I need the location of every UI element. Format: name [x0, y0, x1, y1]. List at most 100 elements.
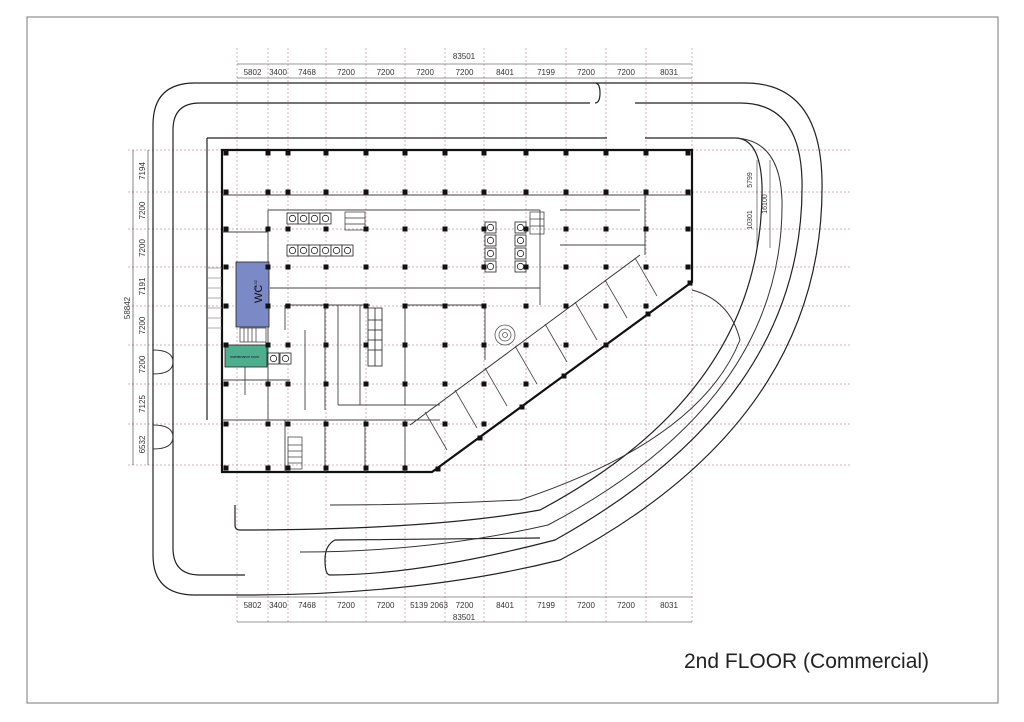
column	[323, 381, 329, 387]
column	[563, 264, 569, 270]
podium-road-band	[206, 137, 763, 531]
parking-stall-line	[454, 389, 478, 429]
column	[402, 264, 408, 270]
dim-bottom-segment-label: 7200	[577, 601, 595, 610]
column	[685, 264, 691, 270]
elevator-car	[484, 260, 497, 273]
column	[285, 421, 291, 427]
column	[323, 226, 329, 232]
angled-parking-edge	[409, 254, 641, 426]
elevator-car	[514, 260, 527, 273]
column	[442, 342, 448, 348]
column	[363, 421, 369, 427]
dim-bottom-segment-label: 5139	[410, 601, 428, 610]
column	[603, 226, 609, 232]
column	[223, 303, 229, 309]
left-stair-treads	[207, 267, 222, 329]
grid-lines	[128, 48, 850, 622]
dim-top-segment-label: 7200	[577, 68, 595, 77]
column	[265, 264, 271, 270]
elevator-car	[286, 212, 299, 225]
column	[402, 465, 408, 471]
utility-room	[224, 344, 268, 368]
dim-bottom-segment-label: 7199	[537, 601, 555, 610]
dim-bottom-segment-label: 7200	[337, 601, 355, 610]
elevator-car	[279, 352, 292, 365]
column	[442, 421, 448, 427]
parking-stall-line	[604, 279, 628, 319]
column	[402, 342, 408, 348]
column	[643, 303, 649, 309]
column	[563, 189, 569, 195]
column	[402, 226, 408, 232]
column	[285, 150, 291, 156]
column	[402, 381, 408, 387]
column	[363, 226, 369, 232]
dim-left-total-label: 58842	[123, 296, 132, 319]
column	[687, 280, 693, 286]
elevator-car	[514, 234, 527, 247]
column	[442, 150, 448, 156]
column	[563, 342, 569, 348]
dim-left-segment-label: 7200	[138, 355, 147, 373]
dim-left-segment-label: 7200	[138, 316, 147, 334]
parking-stall-line	[634, 257, 658, 297]
building-outline	[220, 148, 694, 474]
dim-top-segment-label: 7200	[377, 68, 395, 77]
elevator-car	[341, 244, 354, 257]
column	[523, 189, 529, 195]
elevator-banks	[267, 212, 527, 365]
column	[223, 189, 229, 195]
curved-lane-2	[329, 289, 741, 506]
dim-top-segment-label: 7200	[416, 68, 434, 77]
column	[285, 465, 291, 471]
dim-right-label: 5799	[747, 172, 754, 188]
column	[265, 465, 271, 471]
column	[685, 150, 691, 156]
column	[363, 342, 369, 348]
elevator-car	[319, 212, 332, 225]
sheet-border	[26, 16, 999, 704]
column	[285, 303, 291, 309]
column	[563, 226, 569, 232]
road-end-left-bottom	[152, 424, 174, 450]
column	[442, 189, 448, 195]
column	[223, 226, 229, 232]
column	[643, 226, 649, 232]
column	[523, 226, 529, 232]
column	[223, 465, 229, 471]
column	[265, 381, 271, 387]
outer-ramp-boundary	[152, 82, 823, 596]
parking-stall-line	[514, 345, 538, 385]
dim-top-segment-label: 8401	[496, 68, 514, 77]
column	[603, 303, 609, 309]
column	[523, 264, 529, 270]
column	[363, 264, 369, 270]
column	[523, 381, 529, 387]
column	[265, 226, 271, 232]
dim-left-segment-label: 7200	[138, 201, 147, 219]
dim-top-segment-label: 3400	[269, 68, 287, 77]
column	[402, 150, 408, 156]
column	[481, 264, 487, 270]
column	[603, 264, 609, 270]
dim-left-segment-label: 6532	[138, 435, 147, 453]
stair-core	[344, 211, 545, 235]
column	[523, 303, 529, 309]
column	[363, 303, 369, 309]
column	[223, 150, 229, 156]
inner-ramp-boundary	[172, 102, 803, 576]
column	[519, 404, 525, 410]
column	[477, 435, 483, 441]
column	[402, 189, 408, 195]
column	[402, 421, 408, 427]
dim-bottom-segment-label: 7468	[298, 601, 316, 610]
elevator-car	[484, 234, 497, 247]
column	[363, 465, 369, 471]
dim-left-segment-label: 7194	[138, 162, 147, 180]
column	[442, 303, 448, 309]
parking-stall-line	[574, 301, 598, 341]
dim-bottom-segment-label: 3400	[269, 601, 287, 610]
